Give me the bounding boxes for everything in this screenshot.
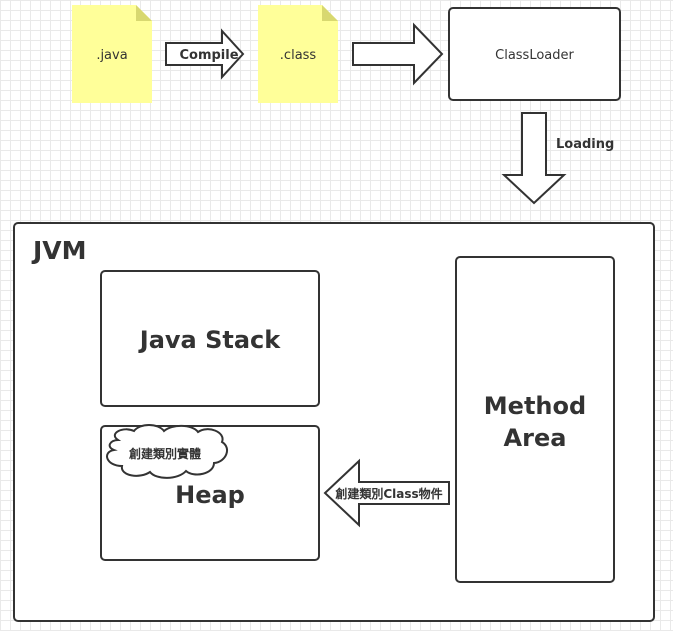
jvm-title: JVM	[31, 236, 87, 265]
java-file-label: .java	[96, 48, 127, 63]
classloader-box: ClassLoader	[448, 7, 621, 101]
create-class-object-arrow: 創建類別Class物件	[323, 458, 450, 528]
loading-label: Loading	[556, 137, 614, 152]
method-area-label-line1: Method	[484, 392, 586, 420]
compile-label: Compile	[179, 48, 238, 63]
load-arrow	[352, 22, 444, 86]
java-stack-label: Java Stack	[138, 326, 282, 354]
note-fold	[136, 5, 152, 21]
classloader-label: ClassLoader	[495, 48, 574, 63]
instance-cloud-label: 創建類別實體	[128, 446, 201, 461]
compile-arrow: Compile	[165, 28, 245, 80]
java-file-note: .java	[72, 5, 152, 103]
class-file-note: .class	[258, 5, 338, 103]
create-class-object-label: 創建類別Class物件	[334, 486, 442, 501]
instance-cloud: 創建類別實體	[106, 424, 229, 479]
java-stack-box: Java Stack	[100, 270, 320, 407]
method-area-box: Method Area	[455, 256, 615, 583]
class-file-label: .class	[280, 48, 317, 63]
heap-label: Heap	[175, 481, 245, 509]
note-fold	[322, 5, 338, 21]
loading-arrow: Loading	[501, 112, 614, 205]
method-area-label-line2: Area	[504, 424, 567, 452]
